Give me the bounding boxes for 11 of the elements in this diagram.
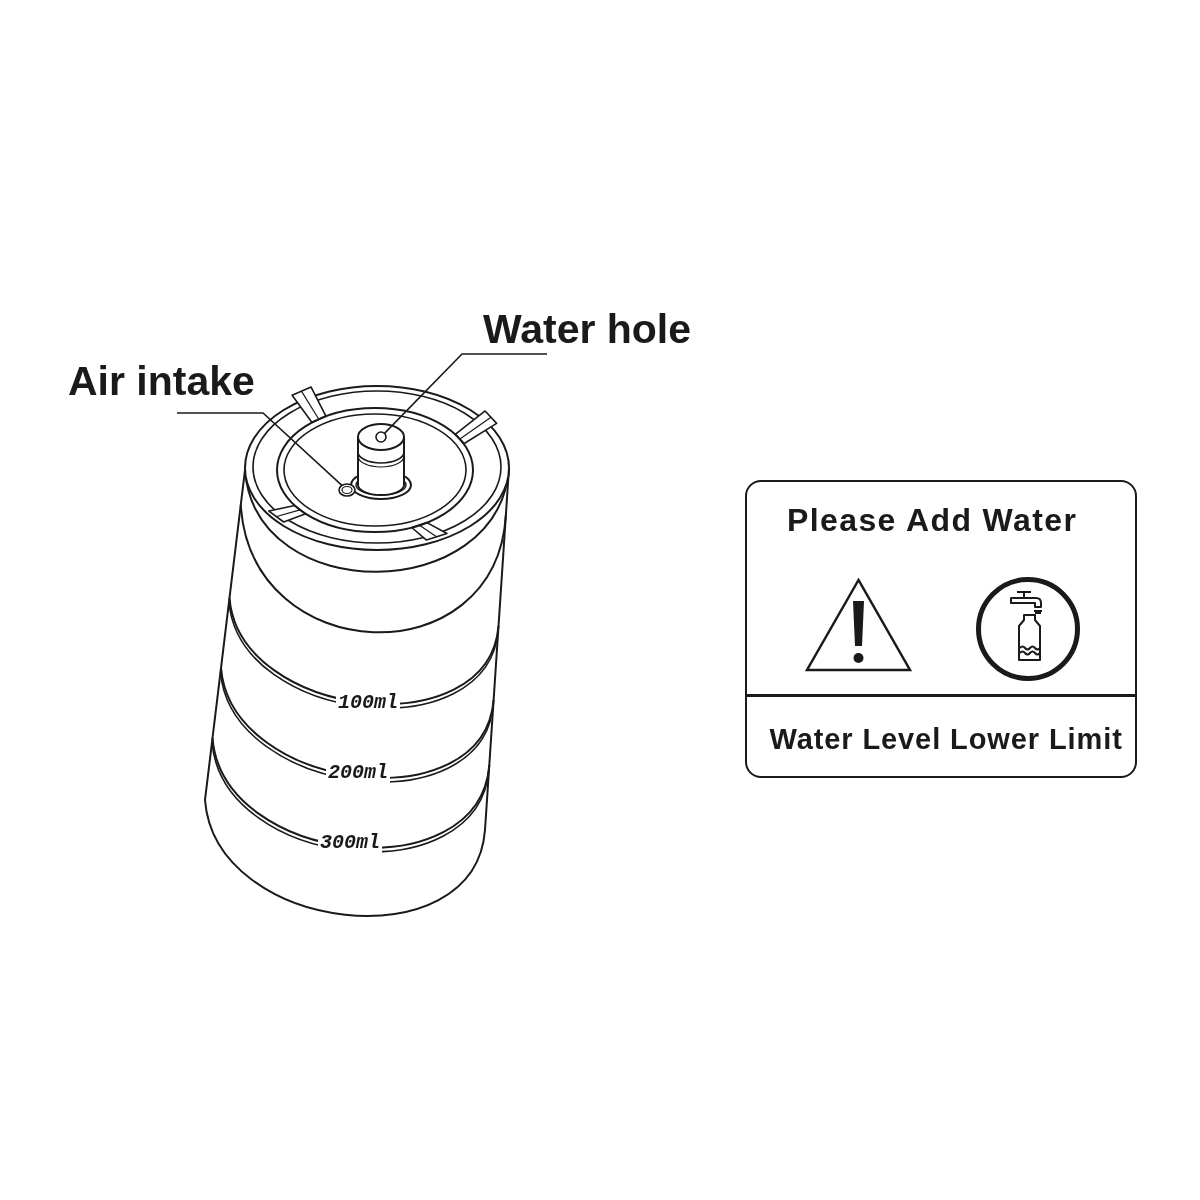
callout-label: Water hole bbox=[483, 307, 692, 354]
sign-heading: Please Add Water bbox=[787, 502, 1078, 538]
sign-caption: Water Level Lower Limit bbox=[769, 723, 1123, 755]
leader-line bbox=[383, 353, 548, 435]
warning-sign-panel bbox=[745, 480, 1137, 778]
air-intake-hole bbox=[338, 483, 356, 497]
volume-marking: 300ml bbox=[318, 833, 382, 853]
leader-line bbox=[176, 412, 343, 487]
volume-marking: 200ml bbox=[326, 763, 390, 783]
water-hole bbox=[375, 431, 387, 443]
callout-label: Air intake bbox=[68, 359, 255, 413]
